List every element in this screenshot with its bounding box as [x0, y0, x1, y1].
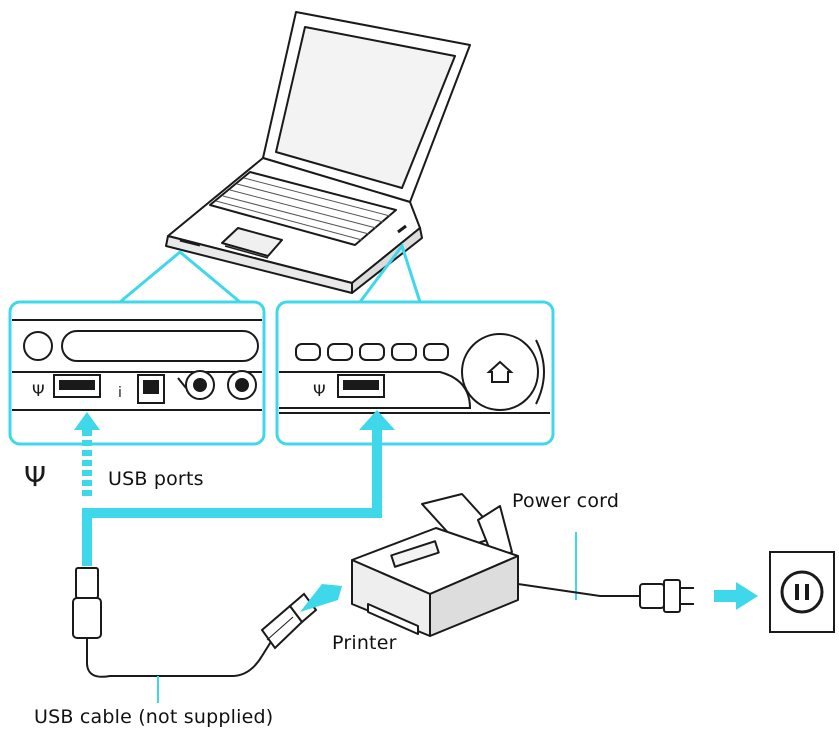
- usb-symbol-icon: Ψ: [24, 460, 46, 493]
- outlet-connection-arrow: [714, 582, 758, 610]
- power-cord-label: Power cord: [512, 490, 620, 512]
- indicator-light-1: [295, 343, 321, 361]
- power-plug: [639, 583, 665, 609]
- indicator-light-5: [423, 343, 449, 361]
- laptop-touchpad: [221, 227, 283, 257]
- printer-connection-arrow: [300, 584, 342, 612]
- usb-ports-label: USB ports: [108, 468, 204, 490]
- left-port-arrow: [74, 412, 100, 430]
- usb-connection-path: [74, 410, 395, 566]
- usb-a-plug: [75, 567, 99, 599]
- right-port-arrow: [359, 410, 395, 430]
- home-icon: [486, 360, 514, 383]
- laptop: [165, 11, 471, 294]
- printer: [351, 493, 519, 637]
- usb-symbol-left-icon: Ψ: [32, 381, 45, 400]
- indicator-light-3: [359, 343, 385, 361]
- laptop-display: [275, 26, 456, 189]
- cable-wire: [86, 638, 273, 678]
- laptop-base-side: [351, 227, 423, 294]
- keyboard-rows: [215, 177, 391, 241]
- power-cord-wire: [517, 583, 640, 597]
- indicator-light-4: [391, 343, 417, 361]
- usb-cable-label: USB cable (not supplied): [34, 706, 274, 728]
- power-button-icon: [23, 331, 53, 361]
- pc-card-slot: [61, 330, 259, 362]
- wall-outlet: [769, 551, 835, 633]
- left-port-detail: Ψ i: [8, 300, 266, 446]
- printer-label: Printer: [332, 632, 397, 654]
- outlet-socket: [780, 570, 824, 614]
- callout-lines: [119, 242, 422, 304]
- indicator-light-2: [327, 343, 353, 361]
- right-port-detail: Ψ: [275, 300, 555, 446]
- power-cord: [517, 532, 694, 613]
- usb-cable: [72, 567, 318, 703]
- printer-side: [429, 555, 519, 637]
- usb-symbol-right-icon: Ψ: [313, 381, 326, 400]
- firewire-symbol-icon: i: [118, 385, 122, 401]
